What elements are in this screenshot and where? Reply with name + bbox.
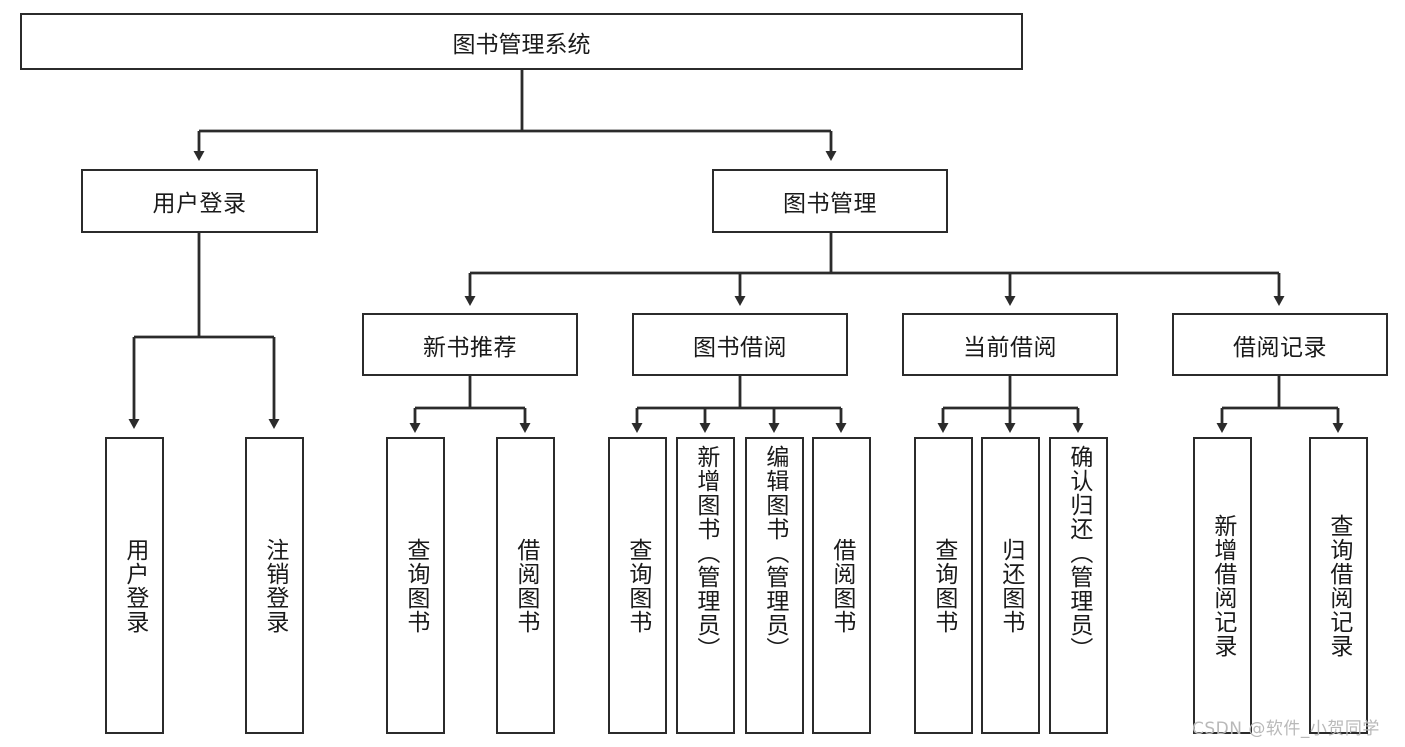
node-label: 新书推荐 [423,334,517,361]
leaf-label: 新增借阅记录 [1209,513,1236,658]
csdn-watermark: CSDN @软件_小贺同学 [1192,719,1380,739]
leaf-borrow-book-recommend[interactable]: 借阅图书 [496,437,555,734]
leaf-query-book-recommend[interactable]: 查询图书 [386,437,445,734]
node-label: 图书借阅 [693,334,787,361]
leaf-query-borrow-record[interactable]: 查询借阅记录 [1309,437,1368,734]
node-root-system[interactable]: 图书管理系统 [20,13,1023,70]
leaf-label: 编辑图书（管理员） [761,445,788,661]
node-book-borrow[interactable]: 图书借阅 [632,313,848,376]
leaf-label: 新增图书（管理员） [692,445,719,661]
node-user-login[interactable]: 用户登录 [81,169,318,233]
leaf-edit-book-admin[interactable]: 编辑图书（管理员） [745,437,804,734]
leaf-label: 归还图书 [997,537,1024,634]
node-label: 当前借阅 [963,334,1057,361]
leaf-user-login[interactable]: 用户登录 [105,437,164,734]
node-borrow-record[interactable]: 借阅记录 [1172,313,1388,376]
leaf-label: 借阅图书 [828,537,855,634]
leaf-add-book-admin[interactable]: 新增图书（管理员） [676,437,735,734]
leaf-label: 注销登录 [261,537,288,634]
node-label: 图书管理系统 [452,31,591,58]
leaf-label: 查询图书 [624,537,651,634]
leaf-label: 查询借阅记录 [1325,513,1352,658]
leaf-label: 查询图书 [402,537,429,634]
leaf-user-logout[interactable]: 注销登录 [245,437,304,734]
leaf-query-book-current[interactable]: 查询图书 [914,437,973,734]
leaf-confirm-return-admin[interactable]: 确认归还（管理员） [1049,437,1108,734]
leaf-add-borrow-record[interactable]: 新增借阅记录 [1193,437,1252,734]
leaf-label: 查询图书 [930,537,957,634]
node-current-borrow[interactable]: 当前借阅 [902,313,1118,376]
leaf-label: 确认归还（管理员） [1065,445,1092,661]
node-book-manage[interactable]: 图书管理 [712,169,948,233]
leaf-return-book[interactable]: 归还图书 [981,437,1040,734]
leaf-label: 用户登录 [121,537,148,634]
node-label: 用户登录 [152,191,247,217]
leaf-query-book-borrow[interactable]: 查询图书 [608,437,667,734]
node-label: 图书管理 [783,191,877,217]
leaf-borrow-book[interactable]: 借阅图书 [812,437,871,734]
node-new-book-recommend[interactable]: 新书推荐 [362,313,578,376]
leaf-label: 借阅图书 [512,537,539,634]
node-label: 借阅记录 [1233,334,1327,361]
